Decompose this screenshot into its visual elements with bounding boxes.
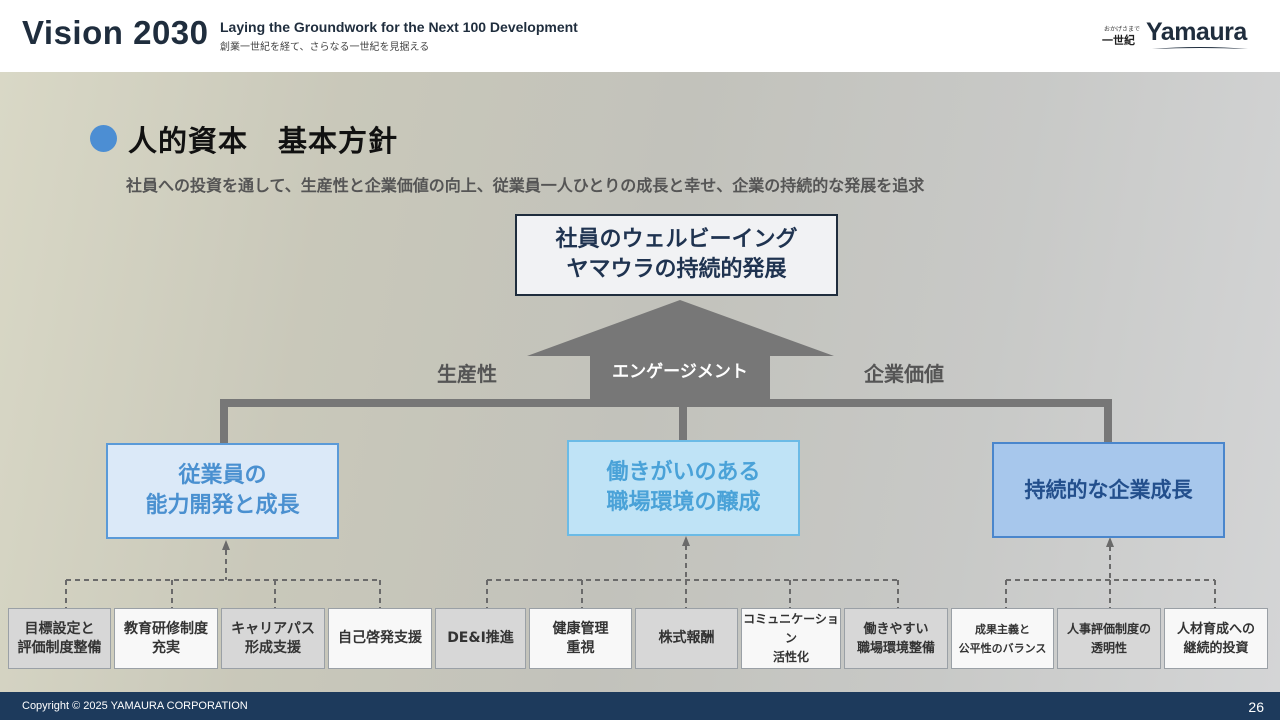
item-line2: 重視: [566, 639, 595, 656]
section-title: 人的資本 基本方針: [128, 124, 399, 158]
pillar-capability-development: 従業員の 能力開発と成長: [106, 443, 339, 539]
logo-swoosh-icon: [1152, 47, 1248, 49]
item-stock-compensation: 株式報酬: [635, 608, 738, 669]
engagement-label: エンゲージメント: [612, 362, 748, 382]
page-number: 26: [1248, 699, 1264, 715]
item-line1: 働きやすい: [863, 621, 929, 637]
top-goal-line2: ヤマウラの持続的発展: [566, 257, 787, 282]
copyright-text: Copyright © 2025 YAMAURA CORPORATION: [22, 700, 248, 712]
item-dei: DE&I推進: [435, 608, 526, 669]
pillar-sustainable-growth: 持続的な企業成長: [992, 442, 1225, 538]
item-performance-fairness: 成果主義と 公平性のバランス: [951, 608, 1054, 669]
item-line1: 教育研修制度: [124, 620, 208, 637]
item-talent-investment: 人材育成への 継続的投資: [1164, 608, 1268, 669]
item-goal-setting: 目標設定と 評価制度整備: [8, 608, 111, 669]
item-line1: 人事評価制度の: [1066, 621, 1151, 636]
subtitle-japanese: 創業一世紀を経て、さらなる一世紀を見据える: [220, 42, 430, 53]
item-self-development: 自己啓発支援: [328, 608, 432, 669]
bullet-icon: [90, 125, 117, 152]
item-line2: 形成支援: [245, 639, 301, 656]
item-workplace-comfort: 働きやすい 職場環境整備: [844, 608, 948, 669]
item-line2: 充実: [152, 639, 180, 656]
item-career-path: キャリアパス 形成支援: [221, 608, 325, 669]
item-communication: コミュニケーション 活性化: [741, 608, 841, 669]
pillar-line1: 働きがいのある: [606, 460, 761, 485]
item-line2: 評価制度整備: [17, 639, 102, 656]
pillar-line1: 従業員の: [178, 463, 267, 488]
item-line1: 株式報酬: [658, 630, 715, 646]
item-line1: 健康管理: [552, 620, 609, 637]
item-line1: コミュニケーション: [743, 612, 839, 645]
corporate-value-label: 企業価値: [864, 362, 944, 386]
pillar-line1: 持続的な企業成長: [1024, 478, 1193, 502]
item-line2: 職場環境整備: [856, 640, 935, 656]
logo-mark: 一世紀: [1102, 34, 1135, 47]
slide-body: [0, 72, 1280, 692]
item-line2: 公平性のバランス: [958, 641, 1047, 655]
item-line1: DE&I推進: [447, 630, 514, 646]
item-line1: キャリアパス: [231, 620, 315, 637]
pillar-line2: 能力開発と成長: [145, 493, 300, 518]
item-line2: 透明性: [1090, 640, 1127, 655]
top-goal-line1: 社員のウェルビーイング: [555, 227, 798, 252]
logo-tagline: おかげさまで: [1104, 26, 1141, 33]
item-evaluation-transparency: 人事評価制度の 透明性: [1057, 608, 1161, 669]
item-line1: 目標設定と: [24, 620, 95, 637]
vision-title: Vision 2030: [22, 14, 209, 51]
item-training-system: 教育研修制度 充実: [114, 608, 218, 669]
subtitle-english: Laying the Groundwork for the Next 100 D…: [220, 19, 578, 35]
pillar-workplace-environment: 働きがいのある 職場環境の醸成: [567, 440, 800, 536]
item-line1: 人材育成への: [1176, 621, 1255, 637]
pillar-line2: 職場環境の醸成: [606, 490, 761, 515]
productivity-label: 生産性: [437, 362, 497, 386]
section-description: 社員への投資を通して、生産性と企業価値の向上、従業員一人ひとりの成長と幸せ、企業…: [126, 176, 925, 195]
slide-footer: Copyright © 2025 YAMAURA CORPORATION 26: [0, 692, 1280, 720]
item-line2: 継続的投資: [1183, 640, 1249, 656]
item-line2: 活性化: [772, 650, 809, 664]
company-logo: Yamaura: [1146, 18, 1247, 46]
item-line1: 自己啓発支援: [338, 630, 422, 646]
slide-header: Vision 2030 Laying the Groundwork for th…: [0, 0, 1280, 72]
top-goal-box: 社員のウェルビーイング ヤマウラの持続的発展: [515, 214, 838, 296]
item-line1: 成果主義と: [975, 622, 1030, 636]
item-health-management: 健康管理 重視: [529, 608, 632, 669]
